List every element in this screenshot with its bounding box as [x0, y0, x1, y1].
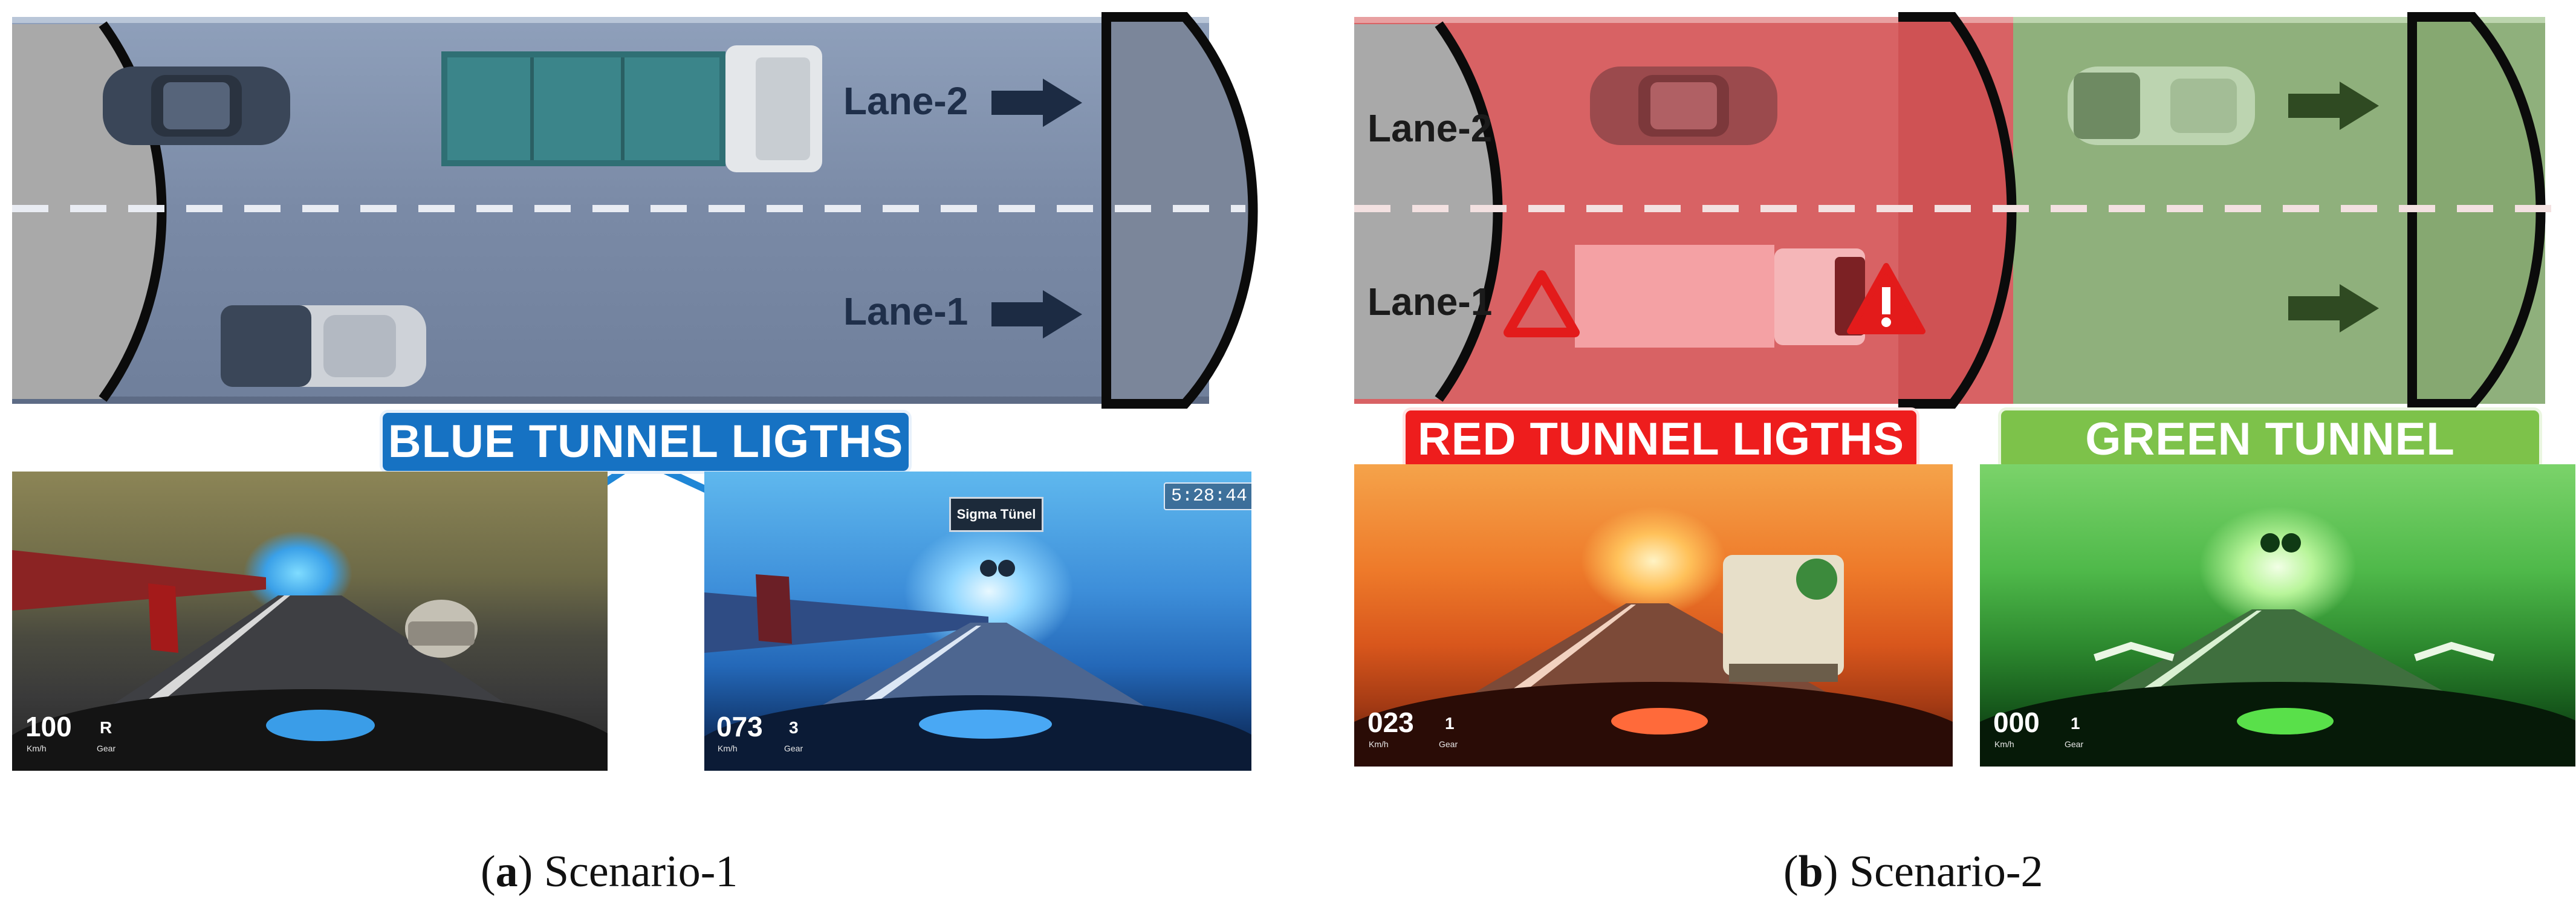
scenario2-tunnel-diagram: [1354, 12, 2551, 409]
arrow-right-icon: [991, 290, 1082, 339]
speed-unit-label: Km/h: [27, 744, 47, 753]
gear-readout: 1: [1445, 714, 1455, 733]
warning-triangle-icon: [1504, 270, 1580, 337]
speed-unit-label: Km/h: [1369, 739, 1389, 749]
caption-letter: a: [495, 847, 518, 896]
speed-unit-label: Km/h: [1994, 739, 2014, 749]
gear-label: Gear: [2065, 739, 2084, 749]
caption-letter: b: [1798, 847, 1823, 896]
gear-readout: R: [100, 718, 112, 737]
clock-readout: 5:28:44: [1164, 482, 1251, 510]
scenario2-driver-view-left: 023 1 Km/h Gear: [1354, 464, 1953, 767]
pickup-lane1: [221, 305, 426, 387]
gear-label: Gear: [97, 744, 116, 753]
arrow-right-icon: [991, 79, 1082, 127]
tunnel-name-sign: Sigma Tünel: [949, 497, 1043, 532]
speed-unit-label: Km/h: [718, 744, 738, 753]
lane-2-label: Lane-2: [843, 79, 968, 123]
arrow-right-icon: [2288, 284, 2379, 332]
gear-label: Gear: [1439, 739, 1458, 749]
lane-1-label: Lane-1: [1367, 280, 1493, 323]
scenario1-driver-view-right: 5:28:44 Sigma Tünel 073 3 Km/h Gear: [704, 472, 1251, 771]
blue-tunnel-lights-banner: BLUE TUNNEL LIGTHS: [380, 410, 912, 474]
caption-text: Scenario-2: [1849, 847, 2043, 896]
green-tunnel-lights-banner: GREEN TUNNEL LIGTHS: [1998, 407, 2542, 523]
speedometer-readout: 000: [1993, 707, 2040, 738]
caption-scenario-2: (b) Scenario-2: [1783, 847, 2043, 896]
caption-scenario-1: (a) Scenario-1: [481, 847, 738, 896]
lane-2-label: Lane-2: [1367, 106, 1493, 150]
exclamation-warning-icon: [1847, 263, 1926, 334]
car-lane2-green-zone: [2068, 66, 2255, 145]
truck-lane2: [441, 45, 822, 172]
scenario1-driver-view-left: 100 R Km/h Gear: [12, 472, 608, 771]
car-lane2-red-zone: [1590, 66, 1777, 145]
arrow-right-icon: [2288, 82, 2379, 130]
lane-1-label: Lane-1: [843, 290, 968, 333]
caption-text: Scenario-1: [543, 847, 738, 896]
gear-readout: 1: [2071, 714, 2080, 733]
scenario2-driver-view-right: 000 1 Km/h Gear: [1980, 464, 2575, 767]
red-tunnel-lights-banner: RED TUNNEL LIGTHS: [1403, 407, 1919, 472]
speedometer-readout: 100: [25, 711, 72, 742]
stopped-truck-lane1: [1575, 245, 1865, 348]
gear-label: Gear: [784, 744, 803, 753]
scenario1-tunnel-diagram: [12, 12, 1258, 409]
gear-readout: 3: [789, 718, 799, 737]
car-lane2-left: [103, 66, 290, 145]
speedometer-readout: 073: [716, 711, 763, 742]
speedometer-readout: 023: [1367, 707, 1414, 738]
